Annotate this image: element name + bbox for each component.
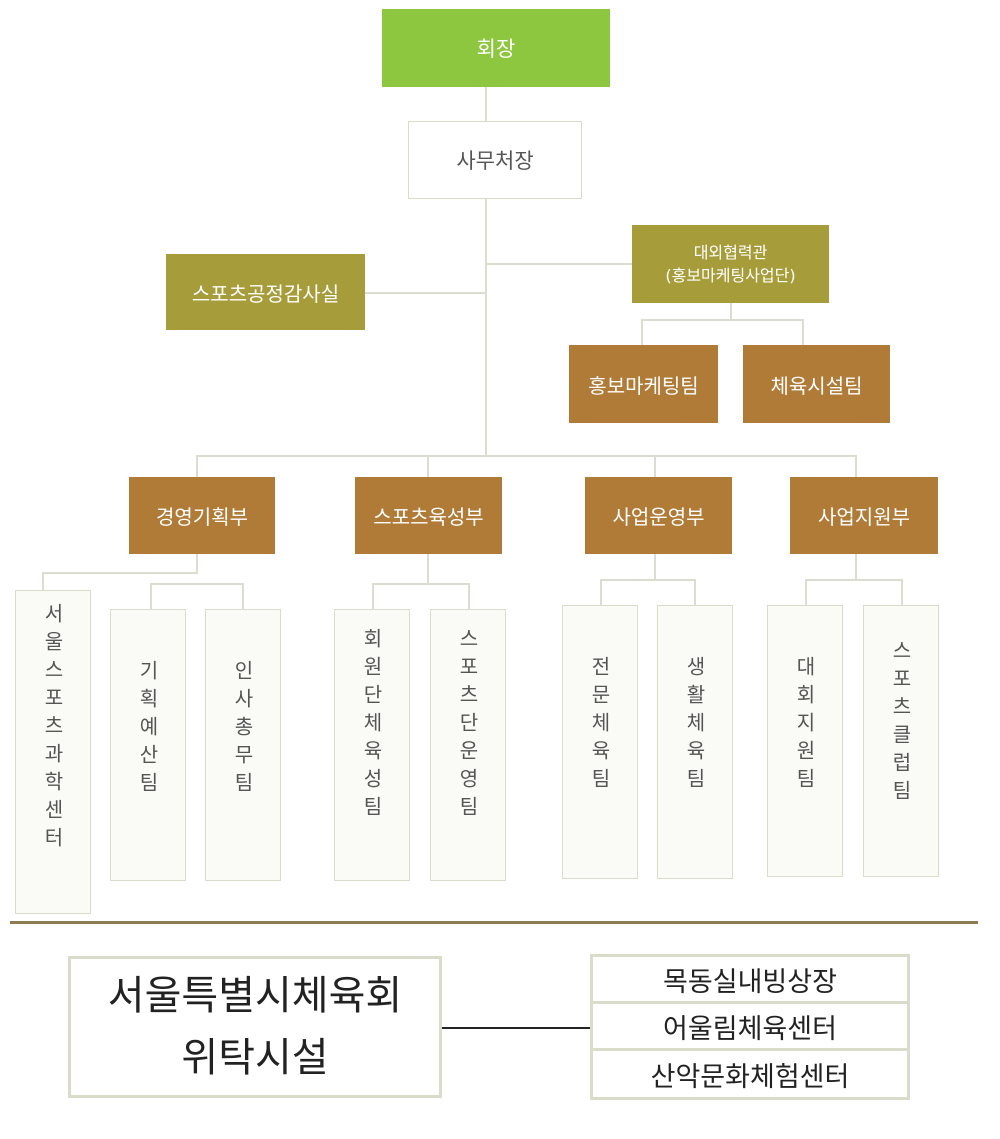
- connector-line: [600, 579, 602, 605]
- connector-line: [196, 455, 857, 457]
- connector-line: [196, 455, 198, 477]
- connector-line: [42, 572, 198, 574]
- connector-line: [805, 579, 807, 605]
- facility-item: 산악문화체험센터: [650, 1062, 850, 1093]
- facilities-connector: [442, 1027, 590, 1029]
- connector-line: [600, 579, 696, 581]
- connector-line: [427, 455, 429, 477]
- team-everyday-sports: 생활체육팀: [657, 605, 733, 879]
- connector-line: [427, 553, 429, 583]
- team-label: 스포츠클럽팀: [888, 640, 913, 808]
- connector-line: [694, 579, 696, 605]
- team-seoul-sports-science-center: 서울스포츠과학센터: [15, 590, 91, 914]
- connector-line: [196, 553, 198, 573]
- team-hr-general-affairs: 인사총무팀: [205, 609, 281, 881]
- connector-line: [150, 583, 244, 585]
- team-label: 회원단체육성팀: [359, 628, 384, 824]
- team-sports-club: 스포츠클럽팀: [863, 605, 939, 877]
- team-elite-sports: 전문체육팀: [562, 605, 638, 879]
- connector-line: [802, 319, 804, 345]
- team-label: 대회지원팀: [792, 656, 817, 796]
- connector-line: [641, 319, 643, 345]
- external-cooperation-title: 대외협력관: [693, 242, 768, 262]
- connector-line: [372, 583, 470, 585]
- department-business-support: 사업지원부: [790, 477, 938, 554]
- department-management-planning: 경영기획부: [129, 477, 275, 554]
- connector-line: [855, 553, 857, 580]
- team-competition-support: 대회지원팀: [767, 605, 843, 877]
- team-label: 생활체육팀: [682, 656, 707, 796]
- connector-line: [150, 583, 152, 609]
- facilities-title-line1: 서울특별시체육회: [107, 973, 403, 1019]
- department-sports-development: 스포츠육성부: [355, 477, 502, 554]
- team-planning-budget: 기획예산팀: [110, 609, 186, 881]
- team-label: 인사총무팀: [230, 660, 255, 800]
- team-label: 기획예산팀: [135, 660, 160, 800]
- team-label: 전문체육팀: [587, 656, 612, 796]
- facility-item: 어울림체육센터: [593, 1004, 907, 1051]
- team-member-organization: 회원단체육성팀: [334, 609, 410, 881]
- team-sports-club-operation: 스포츠단운영팀: [430, 609, 506, 881]
- audit-office-box: 스포츠공정감사실: [166, 254, 365, 330]
- external-cooperation-subtitle: (홍보마케팅사업단): [665, 266, 796, 285]
- connector-line: [485, 86, 487, 456]
- connector-line: [901, 579, 903, 605]
- section-divider: [10, 921, 978, 924]
- connector-line: [365, 292, 486, 294]
- facility-item: 목동실내빙상장: [593, 957, 907, 1004]
- sports-facility-team-box: 체육시설팀: [743, 345, 890, 423]
- connector-line: [654, 455, 656, 477]
- connector-line: [855, 455, 857, 477]
- connector-line: [468, 583, 470, 609]
- connector-line: [641, 319, 804, 321]
- facilities-list: 목동실내빙상장 어울림체육센터 산악문화체험센터: [590, 954, 910, 1100]
- chair-box: 회장: [382, 9, 610, 87]
- secretary-general-box: 사무처장: [408, 121, 582, 199]
- connector-line: [486, 263, 632, 265]
- department-business-operation: 사업운영부: [585, 477, 732, 554]
- pr-marketing-team-box: 홍보마케팅팀: [569, 345, 718, 423]
- connector-line: [242, 583, 244, 609]
- connector-line: [42, 572, 44, 590]
- team-label: 스포츠단운영팀: [455, 628, 480, 824]
- external-cooperation-box: 대외협력관 (홍보마케팅사업단): [632, 225, 829, 303]
- connector-line: [654, 553, 656, 580]
- team-label: 서울스포츠과학센터: [40, 603, 65, 855]
- connector-line: [372, 583, 374, 609]
- connector-line: [805, 579, 903, 581]
- entrusted-facilities-title-box: 서울특별시체육회 위탁시설: [68, 956, 442, 1098]
- connector-line: [730, 302, 732, 320]
- facilities-title-line2: 위탁시설: [181, 1035, 329, 1081]
